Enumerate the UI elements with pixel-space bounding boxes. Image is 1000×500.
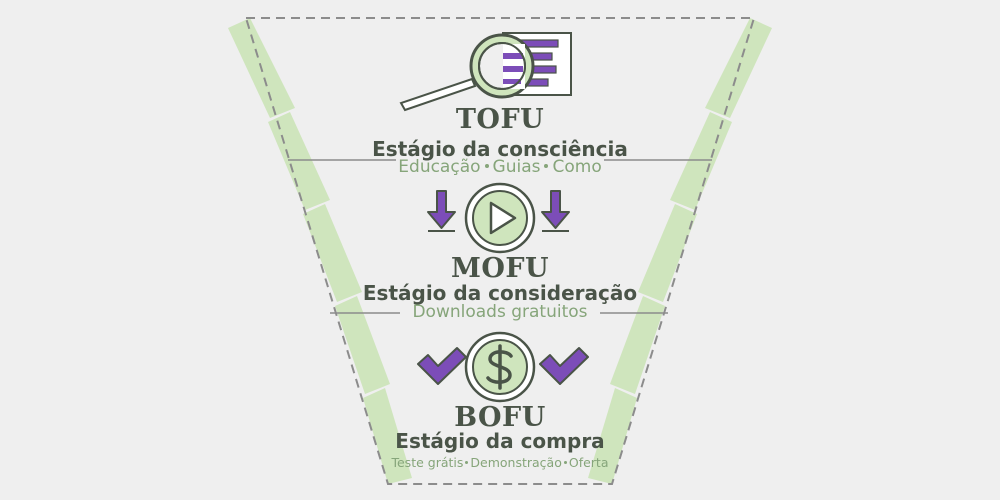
tofu-topics: Educação Guias Como bbox=[0, 157, 1000, 177]
mofu-stage-title: Estágio da consideração bbox=[362, 281, 638, 305]
play-button-icon bbox=[464, 182, 536, 254]
tofu-abbreviation: TOFU bbox=[455, 104, 545, 135]
mofu-topics: Downloads gratuitos bbox=[0, 302, 1000, 322]
bullet-separator bbox=[465, 461, 469, 464]
bofu-abbreviation: BOFU bbox=[454, 402, 546, 433]
down-arrow-icon bbox=[541, 190, 570, 232]
tofu-topic: Educação bbox=[398, 157, 481, 177]
magnifier-over-document-icon bbox=[399, 32, 572, 112]
bullet-separator bbox=[484, 164, 489, 168]
mofu-topic: Downloads gratuitos bbox=[412, 302, 588, 322]
down-arrow-icon bbox=[427, 190, 456, 232]
funnel-left-border bbox=[228, 18, 412, 484]
bofu-topic: Demonstração bbox=[470, 455, 562, 470]
bullet-separator bbox=[544, 164, 549, 168]
bofu-topic: Teste grátis bbox=[391, 455, 464, 470]
checkmark-icon bbox=[539, 347, 589, 385]
funnel-dashed-outline bbox=[244, 17, 756, 485]
divider-lines bbox=[288, 159, 712, 314]
tofu-topic: Como bbox=[552, 157, 602, 177]
mofu-abbreviation: MOFU bbox=[450, 253, 550, 284]
dollar-coin-icon bbox=[464, 331, 536, 403]
tofu-topic: Guias bbox=[492, 157, 541, 177]
bofu-topic: Oferta bbox=[568, 455, 609, 470]
checkmark-icon bbox=[417, 347, 467, 385]
bullet-separator bbox=[563, 461, 567, 464]
bofu-stage-title: Estágio da compra bbox=[395, 429, 605, 453]
bofu-topics: Teste grátis Demonstração Oferta bbox=[0, 455, 1000, 470]
tofu-stage-title: Estágio da consciência bbox=[372, 137, 628, 161]
